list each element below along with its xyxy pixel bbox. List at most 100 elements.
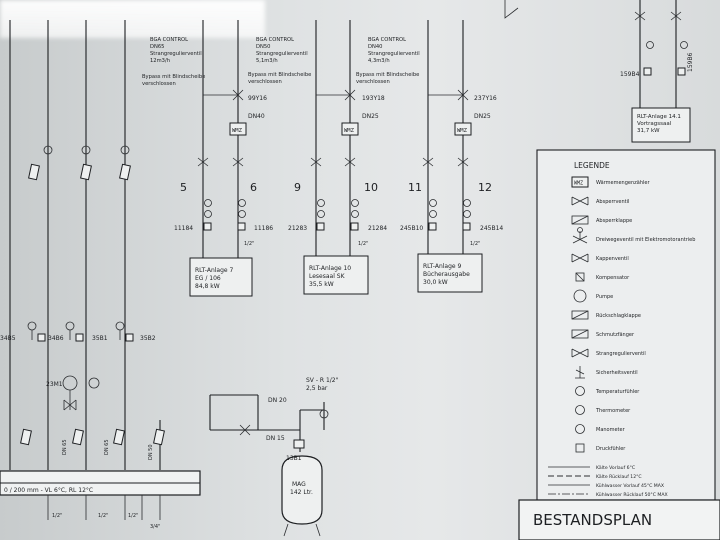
half-inch-3: 1/2" bbox=[470, 241, 480, 247]
light-glare bbox=[0, 0, 265, 38]
bga-control-labels: BGA CONTROL DN65 Strangregulierventil 12… bbox=[142, 37, 420, 87]
unit4-l3: 31,7 kW bbox=[637, 128, 660, 134]
legend-symbol-T-icon bbox=[575, 386, 585, 396]
bga-left-l4: 12m3/h bbox=[150, 58, 170, 64]
sensor-11186: 11186 bbox=[254, 225, 273, 232]
svg-text:WMZ: WMZ bbox=[574, 181, 583, 187]
legend-item-text: Rückschlagklappe bbox=[596, 313, 641, 319]
pump-icon bbox=[62, 375, 78, 391]
bga-right-l4: 4,3m3/h bbox=[368, 58, 390, 64]
branch-num-12: 12 bbox=[478, 181, 492, 194]
legend-symbol-T-icon bbox=[575, 405, 585, 415]
unit2-l3: 35,5 kW bbox=[309, 281, 334, 288]
branch-num-10: 10 bbox=[364, 181, 378, 194]
bga-left-l2: DN65 bbox=[150, 44, 164, 50]
unit-box-3 bbox=[417, 253, 483, 293]
legend-symbol-compensator-icon bbox=[575, 272, 585, 282]
unit4-l2: Vortragssaal bbox=[637, 121, 672, 127]
branch-circuit-3: WMZ 237Y16 DN25 11 12 245B10 245B14 1/2"… bbox=[400, 20, 503, 293]
unit-box-1 bbox=[189, 257, 253, 297]
branch-num-6: 6 bbox=[250, 181, 257, 194]
valve-dn-3: DN25 bbox=[474, 113, 491, 120]
small-3: 1/2" bbox=[128, 513, 138, 519]
legend-item-text: Druckfühler bbox=[596, 446, 626, 452]
wmz-3: WMZ bbox=[457, 128, 468, 134]
left-tags: 34B5 34B6 35B1 35B2 23M1 DN 65 DN 65 DN … bbox=[0, 335, 156, 460]
legend-item-text: Absperrklappe bbox=[596, 218, 632, 224]
bypass-mid-l2: verschlossen bbox=[248, 79, 282, 85]
unit2-l1: RLT-Anlage 10 bbox=[309, 265, 351, 272]
title-block: BESTANDSPLAN bbox=[518, 499, 720, 540]
dn-label-3: DN 50 bbox=[148, 444, 154, 460]
pump-tag: 23M1 bbox=[46, 381, 63, 388]
legend-item-text: Temperaturfühler bbox=[595, 389, 640, 395]
unit3-l2: Bücherausgabe bbox=[423, 271, 470, 278]
unit-box-2 bbox=[303, 255, 369, 295]
legend-item-text: Kappenventil bbox=[596, 256, 629, 262]
dn-label-2: DN 65 bbox=[104, 439, 110, 455]
half-inch-1: 1/2" bbox=[244, 241, 254, 247]
legend-symbol-strainer-icon bbox=[571, 329, 589, 339]
bga-right-l1: BGA CONTROL bbox=[368, 37, 406, 43]
unit1-l1: RLT-Anlage 7 bbox=[195, 267, 233, 274]
tag-35B2: 35B2 bbox=[140, 335, 156, 342]
bga-mid-l3: Strangregulierventil bbox=[256, 51, 308, 57]
legend-item-text: Absperrventil bbox=[596, 199, 629, 205]
sv-label-1: SV - R 1/2" bbox=[306, 377, 339, 384]
tag-34B5: 34B5 bbox=[0, 335, 16, 342]
title-bestandsplan: BESTANDSPLAN bbox=[533, 511, 652, 529]
unit2-l2: Lesesaal SK bbox=[309, 273, 346, 280]
bga-mid-l1: BGA CONTROL bbox=[256, 37, 294, 43]
unit3-l3: 30,0 kW bbox=[423, 279, 448, 286]
small-1: 1/2" bbox=[52, 513, 62, 519]
expansion-vessel: SV - R 1/2" 2,5 bar DN 20 DN 15 13B1 MAG… bbox=[209, 377, 339, 537]
header-pipe: 0 / 200 mm - VL 6°C, RL 12°C 1/2" 1/2" 1… bbox=[0, 470, 201, 530]
tag-35B1: 35B1 bbox=[92, 335, 108, 342]
bypass-left-l2: verschlossen bbox=[142, 81, 176, 87]
legend-line-text: Kühlwasser Rücklauf 50°C MAX bbox=[596, 492, 668, 498]
left-pipes bbox=[9, 20, 165, 470]
legend-symbol-P-icon bbox=[575, 424, 585, 434]
valve-tag-2: 193Y18 bbox=[362, 95, 385, 102]
half-inch-2: 1/2" bbox=[358, 241, 368, 247]
legend-symbol-cap-valve-icon bbox=[571, 253, 589, 263]
branch-num-11: 11 bbox=[408, 181, 422, 194]
legend-symbol-valve-icon bbox=[571, 196, 589, 206]
bga-right-l3: Strangregulierventil bbox=[368, 51, 420, 57]
wmz-2: WMZ bbox=[344, 128, 355, 134]
branch-num-9: 9 bbox=[294, 181, 301, 194]
sensor-11184: 11184 bbox=[174, 225, 193, 232]
unit4-l1: RLT-Anlage 14.1 bbox=[637, 114, 681, 120]
tag-34B6: 34B6 bbox=[48, 335, 64, 342]
tag-159B6: 159B6 bbox=[687, 52, 694, 72]
legend-item-text: Sicherheitsventil bbox=[596, 370, 638, 376]
dn-label-1: DN 65 bbox=[62, 439, 68, 455]
bypass-right-l2: verschlossen bbox=[356, 79, 390, 85]
small-2: 1/2" bbox=[98, 513, 108, 519]
sensor-21283: 21283 bbox=[288, 225, 307, 232]
legend-item-text: Schmutzfänger bbox=[596, 332, 635, 338]
bga-right-l2: DN40 bbox=[368, 44, 382, 50]
legend-line-text: Kühlwasser Vorlauf 45°C MAX bbox=[596, 483, 664, 489]
dn20-label: DN 20 bbox=[268, 397, 287, 404]
bga-left-l3: Strangregulierventil bbox=[150, 51, 202, 57]
legend-symbol-Pbox-icon bbox=[575, 443, 585, 453]
legend-symbol-motor-valve-icon bbox=[572, 227, 588, 244]
legend-item-text: Dreiwegeventil mit Elektromotorantrieb bbox=[596, 237, 695, 243]
legend-item-text: Kompensator bbox=[596, 275, 630, 281]
legend-items: WMZ WärmemengenzählerAbsperrventilAbsperr… bbox=[548, 176, 695, 498]
vessel-tank bbox=[281, 455, 323, 525]
small-4: 3/4" bbox=[150, 524, 160, 530]
branch-circuit-2: WMZ 193Y18 DN25 9 10 21283 21284 1/2" RL… bbox=[288, 20, 387, 295]
bga-mid-l4: 5,1m3/h bbox=[256, 58, 278, 64]
bypass-mid-l1: Bypass mit Blindscheibe bbox=[248, 72, 311, 78]
valve-dn-1: DN40 bbox=[248, 113, 265, 120]
legend-line-text: Kälte Vorlauf 6°C bbox=[596, 465, 635, 471]
legend-item-text: Wärmemengenzähler bbox=[596, 180, 650, 186]
sv-label-2: 2,5 bar bbox=[306, 385, 328, 392]
unit1-l3: 84,8 kW bbox=[195, 283, 220, 290]
branch-num-5: 5 bbox=[180, 181, 187, 194]
legend-item-text: Thermometer bbox=[595, 408, 631, 414]
